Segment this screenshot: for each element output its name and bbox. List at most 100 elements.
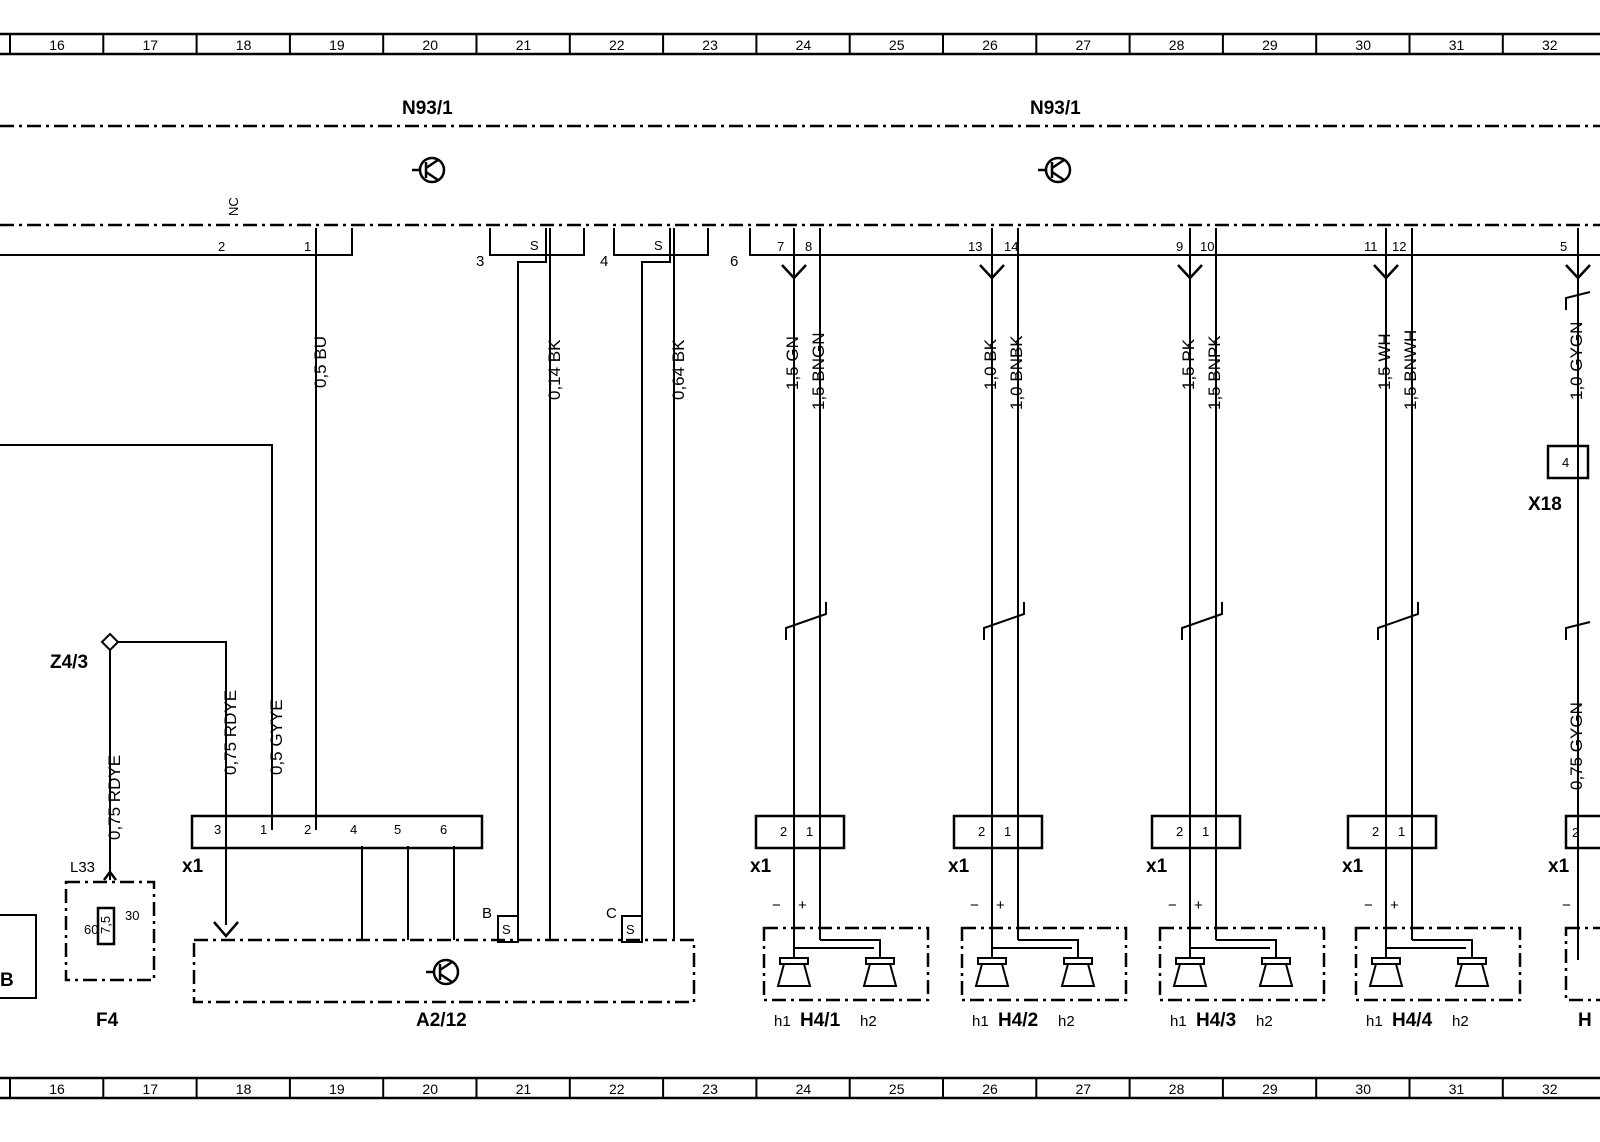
speaker-polarity-minus: − [1168,897,1177,914]
component-x18: X18 [1528,494,1562,515]
wire-label: 1,5 PK [1179,338,1198,390]
n93-module [0,124,1600,227]
fuse-rating: 7,5 [98,916,113,934]
speaker-housing [1158,926,1326,1002]
twisted-pair-markers [785,291,1591,640]
speaker-icon [1172,963,1208,987]
x1-pin-1: 1 [260,822,267,837]
grid-column-17: 17 [143,1081,159,1097]
speaker-polarity-plus: + [798,897,807,914]
x1-pin-1: 1 [1004,824,1011,839]
wire-label: 1,5 WH [1375,333,1394,390]
module-label-n93-right: N93/1 [1030,98,1081,119]
grid-column-27: 27 [1076,1081,1092,1097]
x1-pin-3: 3 [214,822,221,837]
wire-label: 0,14 BK [545,339,564,400]
module-connectors [0,228,1600,256]
grid-column-20: 20 [422,37,438,53]
grid-column-23: 23 [702,1081,718,1097]
grid-column-18: 18 [236,1081,252,1097]
wire-label: 0,75 RDYE [105,755,124,840]
x1-label: x1 [750,856,772,877]
pin-10: 10 [1200,239,1214,254]
pin-5: 5 [1560,239,1567,254]
pin-2: 2 [218,239,225,254]
grid-column-20: 20 [422,1081,438,1097]
x1-pin-2: 2 [304,822,311,837]
grid-column-16: 16 [49,1081,65,1097]
shield-box [621,915,643,943]
speaker-icon [1368,963,1404,987]
speaker-h2: h2 [1058,1013,1075,1030]
component-h-partial: H [1578,1010,1592,1031]
component-f4: F4 [96,1010,119,1031]
x1-pin-2: 2 [1176,824,1183,839]
speaker-icon [1454,963,1490,987]
x1-connector [754,814,846,850]
speaker-polarity-plus: + [1390,897,1399,914]
wire-label: 1,5 GN [783,336,802,390]
x1-label: x1 [182,856,204,877]
wire-label: 0,5 BU [311,336,330,388]
x1-pin-1: 1 [1398,824,1405,839]
branch-c: C [606,905,617,922]
wire-label: 1,5 BNWH [1401,330,1420,410]
x1-pin-2: 2 [780,824,787,839]
speaker-polarity-minus: − [1562,897,1571,914]
shield-s: S [502,922,511,937]
x1-label: x1 [1548,856,1570,877]
grid-column-16: 16 [49,37,65,53]
component-z4-3: Z4/3 [50,652,88,673]
speaker-polarity-plus: + [1194,897,1203,914]
speaker-wire [1018,939,1079,958]
grid-column-22: 22 [609,1081,625,1097]
component-a2-12: A2/12 [416,1010,467,1031]
speaker-icon [862,963,898,987]
x1-connector-a2-12 [190,814,484,850]
wire-label: 0,64 BK [669,339,688,400]
pin-14: 14 [1004,239,1018,254]
connector-4: 4 [600,253,608,270]
grid-column-19: 19 [329,1081,345,1097]
grid-column-32: 32 [1542,37,1558,53]
nc-label: NC [226,197,241,216]
wire-label: 0,75 GYGN [1567,702,1586,790]
speaker-h1: h1 [972,1013,989,1030]
pin-11: 11 [1364,239,1378,254]
speaker-h1: h1 [1366,1013,1383,1030]
grid-column-23: 23 [702,37,718,53]
grid-column-25: 25 [889,37,905,53]
speaker-h2: h2 [1256,1013,1273,1030]
speaker-polarity-minus: − [772,897,781,914]
speaker-name: H4/2 [998,1010,1038,1031]
shield-s: S [654,238,663,253]
grid-column-27: 27 [1076,37,1092,53]
connector-3: 3 [476,253,484,270]
ground-arrow-icons [213,264,1591,938]
fuse-f4 [64,869,156,982]
speaker-wire [820,939,881,958]
shield-box [497,915,519,943]
speaker-name: H4/1 [800,1010,841,1031]
wire-label: 1,5 BNGN [809,333,828,410]
speaker-h1: h1 [1170,1013,1187,1030]
speaker-housing [762,926,930,1002]
x1-pin-6: 6 [440,822,447,837]
speaker-h1: h1 [774,1013,791,1030]
speaker-housing [1354,926,1522,1002]
x1-pin-2: 2 [1572,825,1579,840]
wires [0,228,1579,960]
pin-1: 1 [304,239,311,254]
speaker-polarity-minus: − [1364,897,1373,914]
grid-column-28: 28 [1169,1081,1185,1097]
wire-label: 0,5 GYYE [267,699,286,775]
fuse-pin-60: 60 [84,922,98,937]
x1-pin-2: 2 [978,824,985,839]
speaker-icon [974,963,1010,987]
